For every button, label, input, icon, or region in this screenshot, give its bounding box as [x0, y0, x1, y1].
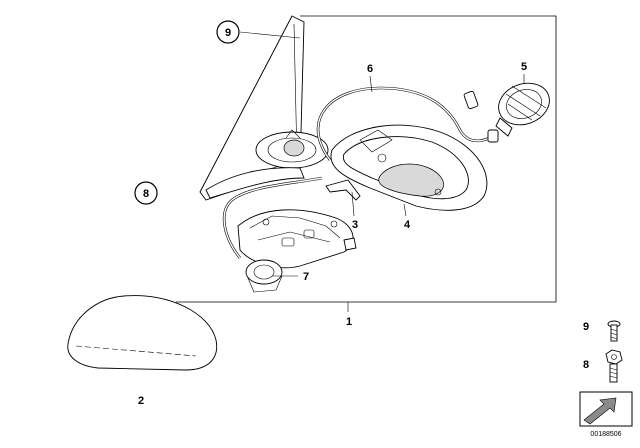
callout-nut-small: 8 — [583, 359, 589, 371]
adjusting-motor — [495, 82, 550, 137]
callout-housing: 4 — [404, 219, 411, 231]
fold-motor — [245, 259, 283, 293]
callout-screw-small: 9 — [583, 321, 589, 333]
small-screw — [607, 320, 621, 342]
wiring-cable — [222, 86, 499, 259]
small-nut — [605, 349, 623, 383]
reference-arrow-box — [579, 391, 633, 427]
callout-mirror: 1 — [346, 316, 352, 328]
callout-cover-cap: 2 — [138, 395, 144, 407]
mirror-housing — [330, 124, 488, 211]
svg-text:8: 8 — [143, 188, 149, 200]
svg-text:9: 9 — [225, 27, 231, 39]
callout-bracket: 3 — [352, 219, 358, 231]
reference-number: 00188506 — [590, 431, 621, 438]
callout-nut-main: 8 — [134, 181, 158, 205]
callout-motor: 5 — [521, 61, 527, 73]
folding-base — [237, 209, 357, 269]
callout-cable: 6 — [367, 63, 373, 75]
callout-fold-motor: 7 — [303, 271, 309, 283]
leader-lines — [239, 31, 525, 312]
assembly-frame — [176, 15, 557, 303]
cover-cap — [67, 295, 218, 371]
mirror-base-plate — [205, 129, 329, 199]
callout-glass: 9 — [216, 20, 240, 44]
mounting-bracket — [325, 179, 361, 201]
